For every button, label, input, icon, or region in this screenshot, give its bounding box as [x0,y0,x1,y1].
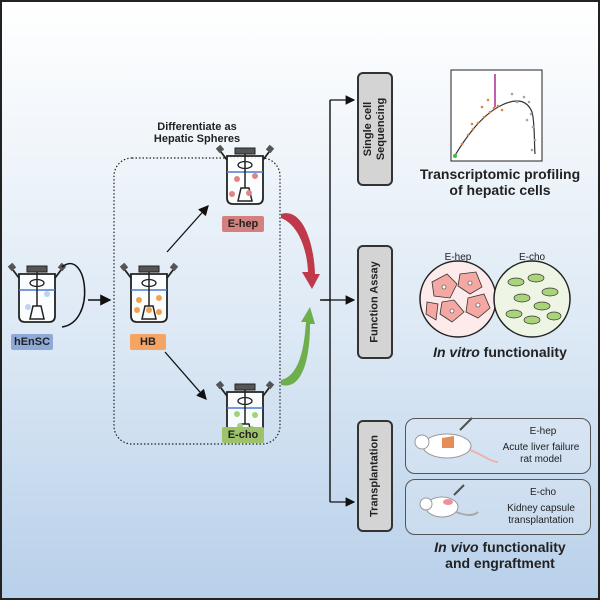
arrow-hb-to-ehep [166,205,209,253]
model-echo-line1: Kidney capsule [507,503,575,514]
hepatic-spheres-group [113,157,281,445]
in-vitro-caption: In vitro functionality [402,344,598,360]
sequencing-caption-line2: of hepatic cells [449,182,551,198]
curved-arrow-ehep [281,213,320,289]
stage-tag-hensc: hEnSC [11,334,53,350]
model-echo-line2: transplantation [508,515,574,526]
arrow-hb-to-echo [164,351,207,400]
sequencing-label-line2: Sequencing [375,97,387,161]
echo-cells-illustration [493,260,571,338]
model-echo-desc: Kidney capsule transplantation [492,503,590,527]
model-ehep-desc: Acute liver failure rat model [492,442,590,466]
single-cell-sequencing-box: Single cell Sequencing [357,72,393,186]
trajectory-plot [450,69,543,162]
model-ehep-line2: rat model [520,454,562,465]
stage-tag-ehep: E-hep [222,216,264,232]
stage-tag-echo: E-cho [222,427,264,443]
model-ehep-title: E-hep [529,426,557,437]
self-renewal-loop [61,263,86,328]
rat-icon-echo [419,484,479,518]
in-vivo-caption: In vivo functionality and engraftment [402,539,598,571]
in-vivo-line2: and engraftment [445,555,555,571]
hb-bioreactor-icon [118,261,180,323]
rat-icon-ehep [414,417,499,463]
transplantation-box: Transplantation [357,420,393,532]
function-assay-label: Function Assay [368,261,381,343]
function-echo-title: E-cho [518,252,546,263]
transplantation-label: Transplantation [368,435,381,517]
ehep-bioreactor-icon [214,143,276,205]
hensc-bioreactor-icon [6,261,68,323]
differentiate-title-line2: Hepatic Spheres [153,133,241,145]
model-echo-title: E-cho [529,487,557,498]
function-assay-box: Function Assay [357,245,393,359]
function-ehep-title: E-hep [444,252,472,263]
differentiate-title: Differentiate as Hepatic Spheres [112,121,282,145]
curved-arrow-echo [281,307,315,386]
differentiate-title-line1: Differentiate as [157,121,237,133]
sequencing-label-line1: Single cell [362,101,374,157]
in-vitro-rest: functionality [479,344,567,360]
stage-tag-hb: HB [130,334,166,350]
ehep-cells-illustration [419,260,497,338]
in-vivo-italic: In vivo [434,539,479,555]
in-vitro-italic: In vitro [433,344,480,360]
in-vivo-rest: functionality [478,539,566,555]
model-ehep-line1: Acute liver failure [502,442,580,453]
single-cell-sequencing-label: Single cell Sequencing [362,98,388,160]
sequencing-caption: Transcriptomic profiling of hepatic cell… [402,166,598,198]
transplant-model-ehep: E-hep Acute liver failure rat model [405,418,591,474]
transplant-model-echo: E-cho Kidney capsule transplantation [405,479,591,535]
in-vivo-line1: In vivo functionality [402,539,598,555]
sequencing-caption-line1: Transcriptomic profiling [419,166,581,182]
